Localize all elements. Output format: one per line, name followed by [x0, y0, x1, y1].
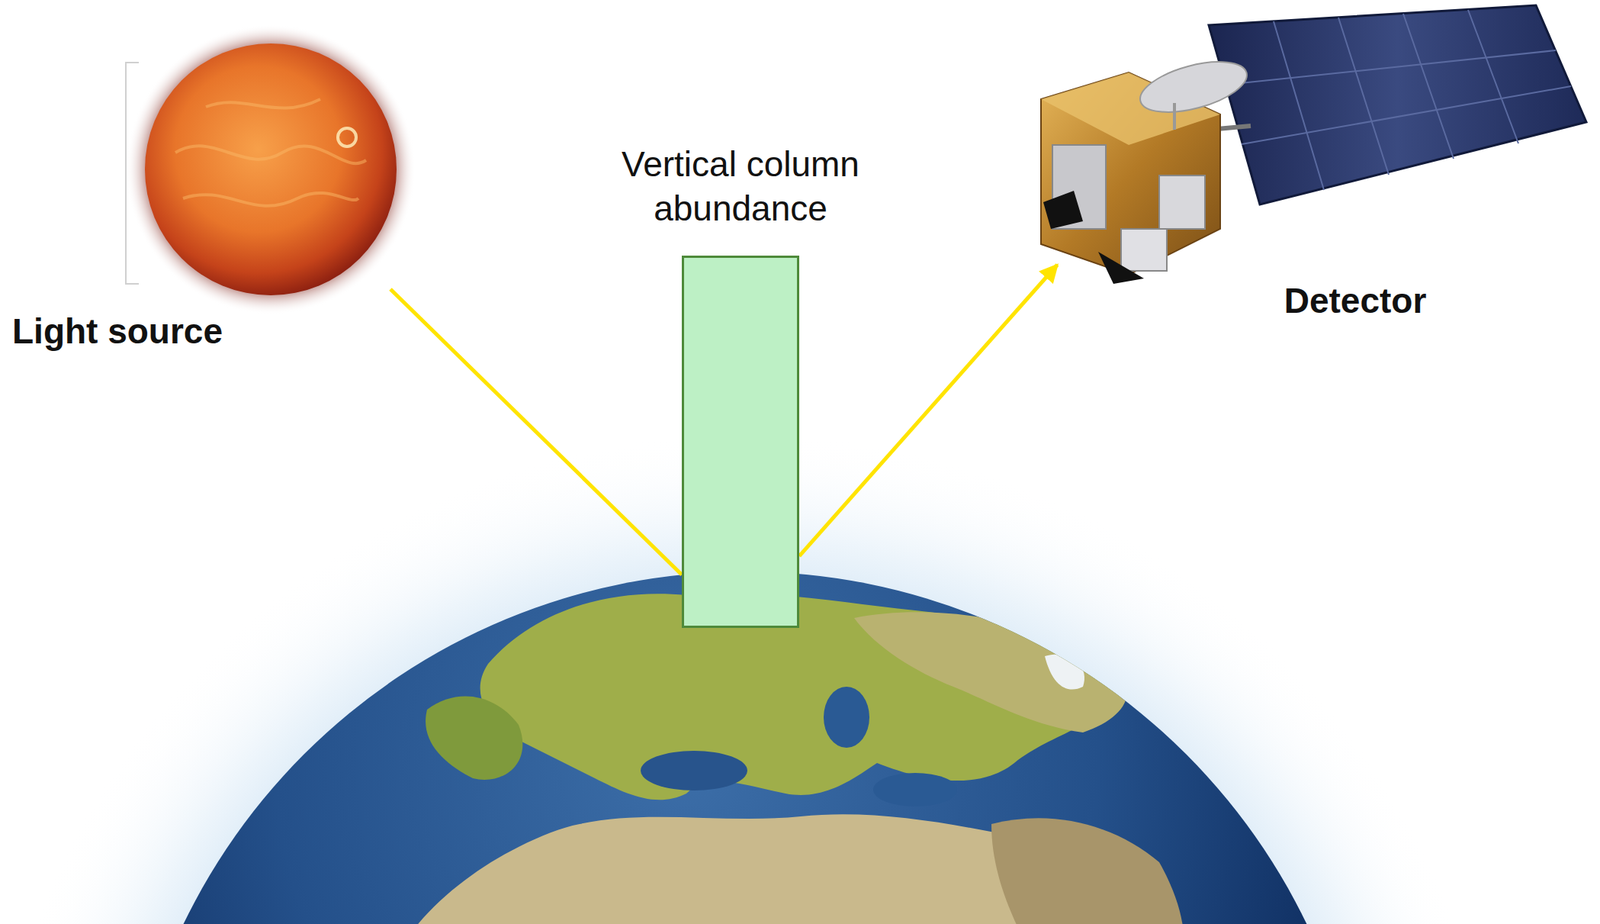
satellite	[1040, 5, 1587, 284]
node-label: Light source	[12, 310, 223, 352]
sun-texture	[175, 99, 367, 206]
light-ray	[390, 289, 682, 575]
column-box: Vertical column abundance	[681, 255, 800, 628]
light-source: Light source	[143, 41, 399, 297]
sun-halo	[125, 24, 416, 315]
scale-bracket	[125, 62, 139, 284]
node-label: Vertical column abundance	[580, 141, 901, 231]
detector: Detector	[1035, 5, 1578, 265]
node-label: Detector	[1256, 279, 1455, 322]
sun	[144, 43, 397, 296]
light-ray	[799, 264, 1058, 556]
land	[381, 592, 1185, 924]
